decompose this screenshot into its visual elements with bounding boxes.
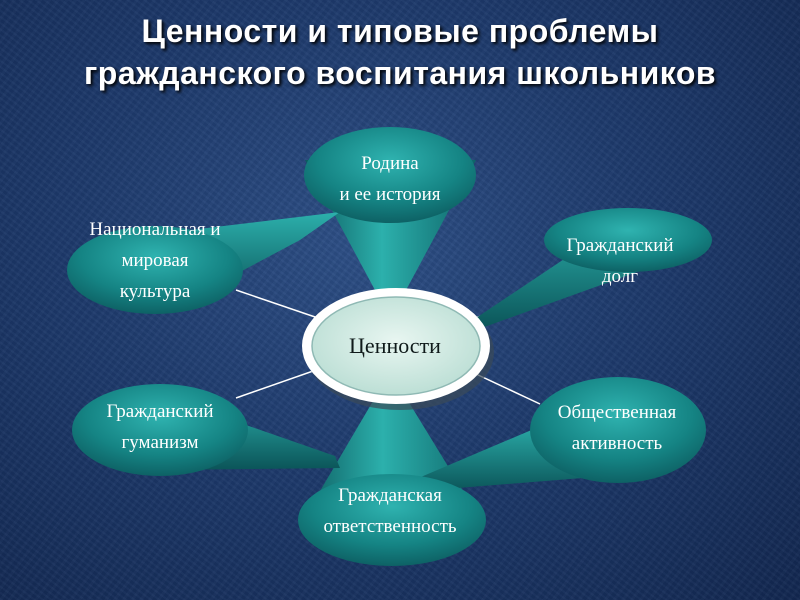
node-humanism: Гражданский гуманизм <box>70 396 250 458</box>
node-activity-line-1: Общественная <box>557 402 677 423</box>
node-culture-line-1: Национальная и <box>89 219 221 240</box>
title-line-1: Ценности и типовые проблемы <box>141 13 659 49</box>
node-duty: Гражданский долг <box>530 230 710 292</box>
node-activity-line-2: активность <box>571 433 663 454</box>
node-culture-line-3: культура <box>119 281 191 302</box>
connector-humanism <box>235 369 317 399</box>
connector-culture <box>235 289 319 319</box>
center-ellipse <box>311 296 481 396</box>
node-homeland-line-1: Родина <box>361 153 419 174</box>
node-humanism-line-1: Гражданский <box>106 401 214 422</box>
node-activity-ellipse <box>530 377 706 483</box>
connector-activity <box>475 373 541 405</box>
node-responsibility: Гражданская ответственность <box>290 480 490 542</box>
node-duty-line-1: Гражданский <box>566 235 674 256</box>
node-activity: Общественная активность <box>522 397 712 459</box>
node-responsibility-line-2: ответственность <box>323 516 457 537</box>
node-homeland: Родина и ее история <box>300 148 480 210</box>
center-label: Ценности <box>349 333 441 358</box>
node-culture-line-2: мировая <box>121 250 189 271</box>
node-humanism-ellipse <box>72 384 248 476</box>
node-homeland-line-2: и ее история <box>339 184 441 205</box>
title-line-2: гражданского воспитания школьников <box>83 55 717 91</box>
node-culture-ellipse <box>67 226 243 314</box>
node-humanism-line-2: гуманизм <box>121 432 199 453</box>
node-culture: Национальная и мировая культура <box>55 214 255 307</box>
node-duty-ellipse <box>544 208 712 272</box>
node-duty-line-2: долг <box>601 266 639 287</box>
node-homeland-ellipse <box>304 127 476 223</box>
slide-title: Ценности и типовые проблемы гражданского… <box>0 10 800 94</box>
node-responsibility-line-1: Гражданская <box>338 485 442 506</box>
node-responsibility-ellipse <box>298 474 486 566</box>
